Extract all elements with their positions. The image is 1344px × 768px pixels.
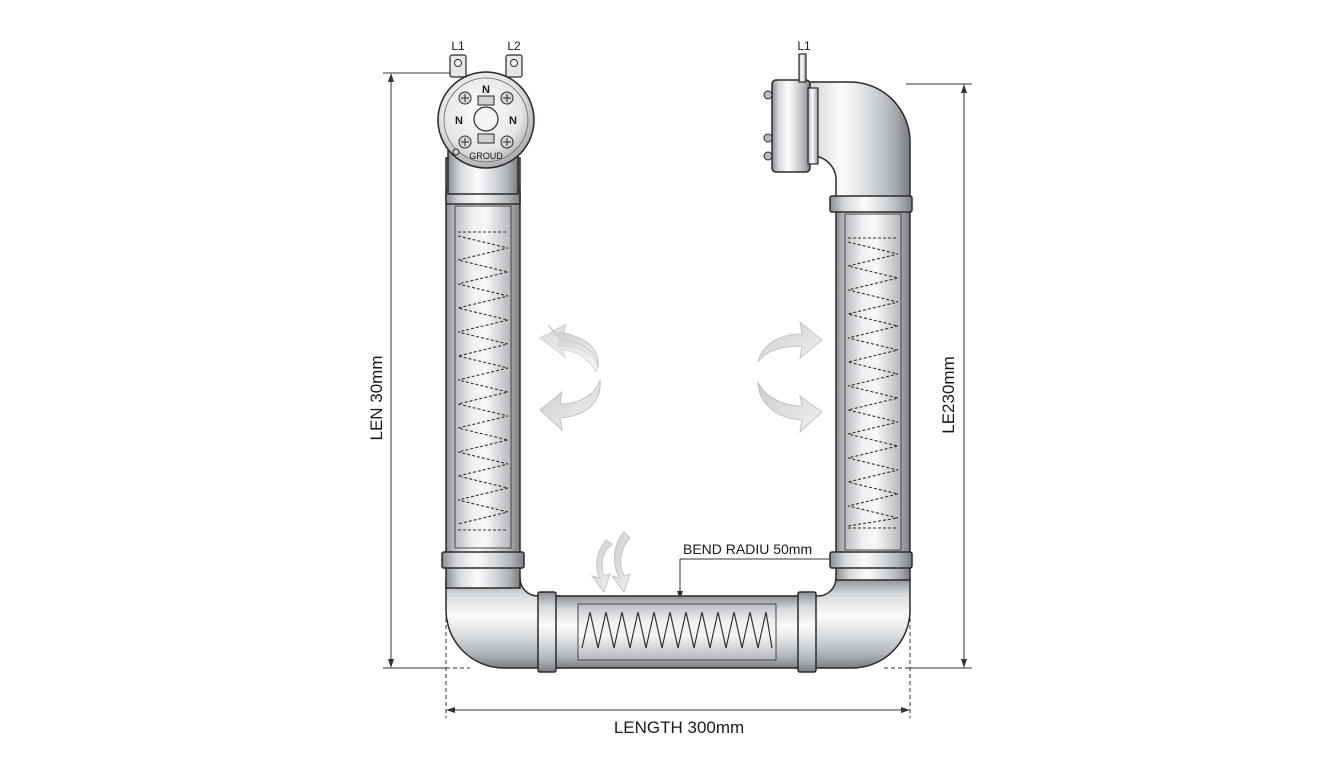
junction-box	[437, 54, 535, 195]
terminal-label-l1-right: L1	[797, 39, 811, 53]
bottom-heating-coil	[581, 611, 773, 649]
left-tube	[441, 157, 525, 589]
right-heating-coil	[847, 241, 899, 527]
junction-mark-right: N	[509, 115, 517, 127]
dimension-right-length: LE230mm	[939, 356, 958, 433]
bottom-tube	[445, 577, 911, 673]
right-tube	[763, 53, 913, 581]
dimension-bottom-length: LENGTH 300mm	[614, 718, 744, 737]
right-terminal-stud	[798, 53, 807, 83]
terminal-label-l2: L2	[507, 39, 521, 53]
dimension-lines	[383, 72, 972, 718]
dimension-bend-radius: BEND RADIU 50mm	[683, 541, 812, 557]
terminal-screws	[458, 91, 514, 149]
left-heating-coil	[457, 235, 509, 525]
flow-arrows	[539, 320, 823, 594]
junction-mark-top: N	[482, 84, 490, 96]
right-flange	[771, 79, 811, 173]
terminal-label-l1-left: L1	[451, 39, 465, 53]
dimension-left-length: LEN 30mm	[367, 355, 386, 440]
junction-mark-left: N	[455, 115, 463, 127]
junction-ground-label: GROUD	[469, 151, 503, 161]
